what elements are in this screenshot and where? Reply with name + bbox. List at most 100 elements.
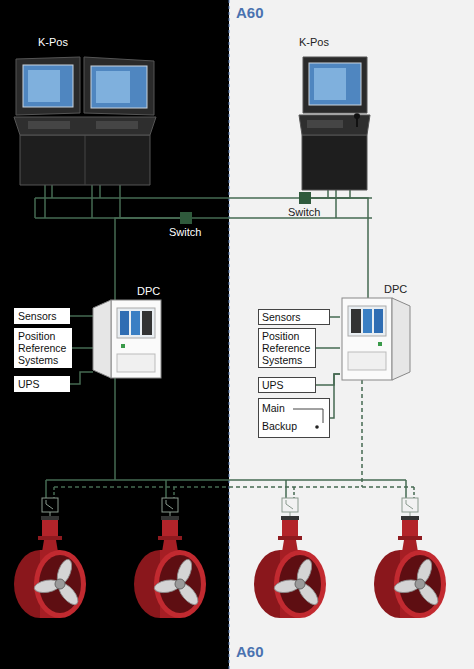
connector: [311, 198, 368, 298]
operator-console: K-Pos: [10, 55, 160, 185]
tunnel-thruster: [254, 480, 326, 618]
cabinet-art: [342, 298, 410, 380]
connector: [316, 347, 340, 349]
wire: [413, 487, 415, 498]
cabinet-body: [111, 300, 161, 378]
node-label: Position Reference Systems: [18, 330, 68, 366]
switch-symbol: [46, 500, 53, 509]
light-zone: [229, 0, 474, 669]
wire: [290, 512, 291, 516]
connector: [120, 185, 180, 218]
switch-symbol: [286, 500, 293, 509]
info-box: Position Reference Systems: [258, 328, 316, 368]
zone-label: A60: [236, 643, 264, 660]
motor: [402, 520, 418, 536]
screen-view: [96, 71, 130, 103]
info-box: Sensors: [258, 309, 330, 325]
flange: [398, 536, 422, 540]
node-label: Sensors: [18, 310, 66, 322]
wire: [173, 487, 175, 498]
motor-cap: [401, 516, 419, 520]
tunnel-ring: [394, 550, 446, 618]
node-label: K-Pos: [299, 36, 329, 49]
wire: [51, 185, 53, 198]
network-switch: Switch: [299, 192, 311, 204]
motor: [282, 520, 298, 536]
connector: [115, 218, 180, 300]
switch-symbol: [166, 500, 173, 509]
controller-module: [374, 309, 383, 333]
node-art: [297, 55, 372, 190]
wire: [405, 480, 407, 498]
propeller-hub: [295, 579, 305, 589]
cabinet-body: [342, 298, 392, 380]
node-art: [259, 399, 331, 439]
info-box: UPS: [258, 377, 316, 393]
switch-symbol: [406, 500, 413, 509]
propeller-hub: [175, 579, 185, 589]
wire: [53, 487, 55, 498]
wire: [45, 480, 47, 498]
motor-cap: [41, 516, 59, 520]
screen: [91, 66, 147, 108]
node-label: Main: [262, 402, 326, 414]
network-bus: [34, 198, 36, 218]
keyboard: [96, 121, 138, 129]
node-label: Switch: [288, 206, 320, 219]
monitor-housing: [16, 57, 80, 115]
network-switch: [180, 212, 192, 224]
changeover-switch: [42, 498, 58, 512]
tunnel-ring: [34, 550, 86, 618]
node-label: Sensors: [262, 311, 326, 323]
node-art: [180, 212, 192, 224]
motor: [42, 520, 58, 536]
supply-dot: [315, 425, 319, 429]
cabinet-door: [93, 300, 111, 378]
console-desk: [299, 115, 370, 135]
wire: [327, 190, 329, 198]
node-label: Position Reference Systems: [262, 330, 312, 366]
zone-label: A60: [236, 4, 264, 21]
info-box: Sensors: [14, 308, 70, 324]
rack: [348, 306, 386, 336]
controller-module: [120, 311, 129, 335]
node-art: [10, 55, 160, 185]
control-line: [114, 378, 116, 480]
tunnel-thruster: [374, 480, 446, 618]
tunnel-thruster: [14, 480, 86, 618]
node-label: DPC: [137, 285, 160, 298]
motor-cap: [161, 516, 179, 520]
dark-zone: [0, 0, 229, 669]
connector: [316, 374, 340, 385]
connector: [70, 315, 93, 317]
node-label: K-Pos: [38, 36, 68, 49]
io-module: [142, 311, 152, 335]
rack: [117, 308, 155, 338]
wire: [44, 185, 46, 218]
indicator: [121, 344, 125, 348]
motor-cap: [281, 516, 299, 520]
node-art: [93, 300, 163, 378]
console-desk: [14, 117, 156, 135]
node-label: UPS: [262, 379, 312, 391]
node-art: [340, 298, 410, 380]
control-line: [46, 479, 406, 481]
supply-bracket: [293, 409, 323, 423]
terminal-area: [348, 352, 386, 370]
backup-control-line: [361, 380, 363, 487]
console-base: [302, 135, 367, 190]
tunnel-ring: [154, 550, 206, 618]
wire: [285, 480, 287, 498]
changeover-switch: [402, 498, 418, 512]
screen-view: [314, 68, 346, 100]
wire: [410, 512, 411, 516]
console-seam: [85, 135, 86, 185]
io-module: [351, 309, 361, 333]
keyboard: [307, 120, 343, 128]
propeller-hub: [55, 579, 65, 589]
wire: [170, 512, 171, 516]
tunnel-ring: [274, 550, 326, 618]
motor: [162, 520, 178, 536]
dp-controller: DPC: [93, 300, 163, 378]
